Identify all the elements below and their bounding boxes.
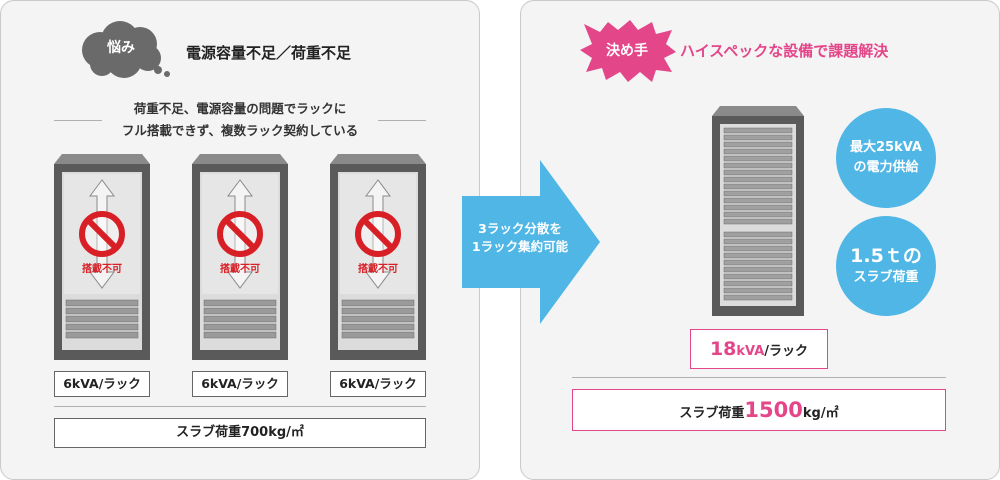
rack-kva-1: 6kVA/ラック <box>54 371 150 397</box>
rack-3: 搭載不可 <box>330 154 426 360</box>
slab-load-right-prefix: スラブ荷重 <box>679 406 745 421</box>
rack-icon <box>54 154 150 360</box>
consolidate-text-line2: 1ラック集約可能 <box>471 239 569 254</box>
rack-kva-high-number: 18 <box>709 338 737 360</box>
rack-2: 搭載不可 <box>192 154 288 360</box>
slab-load-right-unit: kg/㎡ <box>802 406 839 421</box>
power-supply-line1: 最大25kVA <box>850 140 922 155</box>
problem-title: 電源容量不足／荷重不足 <box>186 44 352 62</box>
rack-kva-2: 6kVA/ラック <box>192 371 288 397</box>
slab-load-right-number: 1500 <box>744 398 803 422</box>
rack-icon <box>330 154 426 360</box>
consolidate-arrow-icon <box>462 160 600 324</box>
consolidate-text-line1: 3ラック分散を <box>478 221 562 236</box>
left-divider <box>54 406 426 407</box>
problem-description-line1: 荷重不足、電源容量の問題でラックに <box>133 101 347 116</box>
consolidate-text: 3ラック分散を 1ラック集約可能 <box>468 220 572 256</box>
slab-load-circle: 1.5ｔの スラブ荷重 <box>836 216 936 316</box>
solution-label: 決め手 <box>606 43 648 59</box>
cannot-mount-label: 搭載不可 <box>220 264 260 275</box>
cannot-mount-label: 搭載不可 <box>82 264 122 275</box>
sub-divider-left <box>54 120 102 121</box>
rack-icon <box>192 154 288 360</box>
slab-load-right: スラブ荷重1500kg/㎡ <box>572 389 946 431</box>
rack-kva-3: 6kVA/ラック <box>330 371 426 397</box>
sub-divider-right <box>378 120 426 121</box>
rack-kva-high-unit: kVA <box>736 344 765 359</box>
right-divider <box>572 377 946 378</box>
rack-kva-high-suffix: /ラック <box>764 344 809 359</box>
rack-1: 搭載不可 <box>54 154 150 360</box>
high-spec-rack-icon <box>712 106 804 316</box>
worry-cloud-icon <box>82 21 170 78</box>
worry-label: 悩み <box>107 40 135 56</box>
problem-description: 荷重不足、電源容量の問題でラックに フル搭載できず、複数ラック契約している <box>100 98 380 142</box>
rack-kva-high: 18kVA/ラック <box>690 329 828 369</box>
power-supply-line2: の電力供給 <box>853 160 919 175</box>
slab-load-left: スラブ荷重700kg/㎡ <box>54 418 426 448</box>
power-supply-circle: 最大25kVA の電力供給 <box>836 108 936 208</box>
problem-description-line2: フル搭載できず、複数ラック契約している <box>121 123 359 138</box>
solution-title: ハイスペックな設備で課題解決 <box>680 42 889 60</box>
slab-load-circle-line2: スラブ荷重 <box>853 270 919 285</box>
cannot-mount-label: 搭載不可 <box>358 264 398 275</box>
slab-load-circle-big: 1.5ｔの <box>850 245 922 267</box>
solution-burst-icon <box>580 20 676 82</box>
